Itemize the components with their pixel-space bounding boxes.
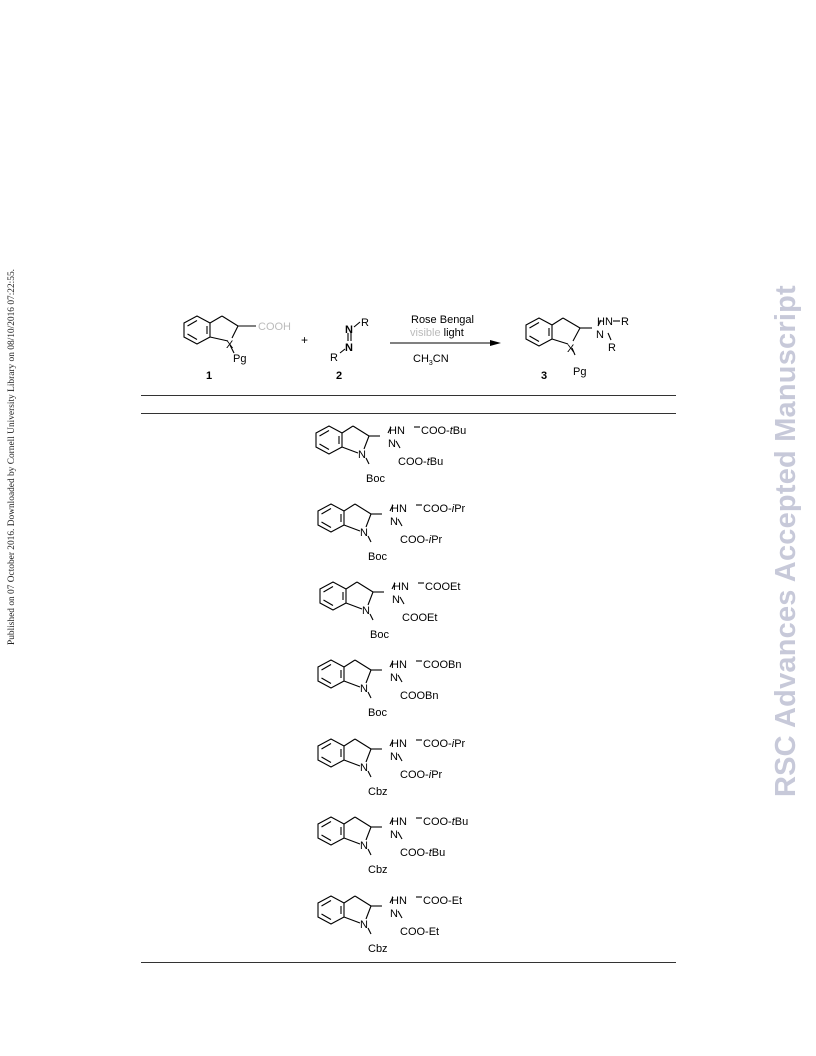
condition-solvent: CH3CN: [413, 353, 449, 367]
entry-6-top-ester: COO-tBu: [423, 816, 468, 828]
entry-7-pg: Cbz: [368, 943, 388, 955]
reactant-1-structure: [183, 315, 256, 354]
entry-1: HN COO-tBu N COO-tBu N Boc: [315, 425, 466, 485]
entry-7-n: N: [390, 908, 398, 920]
product-r-top: R: [621, 316, 629, 328]
publication-note: Published on 07 October 2016. Downloaded…: [7, 269, 17, 645]
entry-2: HN COO-iPr N COO-iPr N Boc: [317, 503, 466, 563]
entry-1-bottom-ester: COO-tBu: [398, 456, 443, 468]
entry-4-hn: HN: [391, 659, 407, 671]
reactant-2-n-top: N: [345, 324, 353, 336]
condition-light: visible light: [410, 327, 464, 339]
entry-2-n: N: [390, 516, 398, 528]
entry-7-top-ester: COO-Et: [423, 895, 462, 907]
entry-1-n: N: [388, 438, 396, 450]
product-n: N: [596, 329, 604, 341]
entry-4-bottom-ester: COOBn: [400, 690, 439, 702]
table-rule-top: [141, 395, 676, 396]
condition-light-word: light: [444, 327, 464, 339]
entry-2-top-ester: COO-iPr: [423, 503, 466, 515]
product-hn: HN: [597, 316, 613, 328]
entry-6-ring-n: N: [360, 840, 368, 852]
entry-7-bottom-ester: COO-Et: [400, 926, 439, 938]
entry-5-hn: HN: [391, 738, 407, 750]
entry-5-n: N: [390, 751, 398, 763]
reactant-2-structure: [339, 321, 361, 354]
product-pg: Pg: [573, 366, 586, 378]
entry-1-hn: HN: [389, 425, 405, 437]
entry-6-hn: HN: [391, 816, 407, 828]
entry-3-n: N: [392, 594, 400, 606]
reactant-2-number: 2: [336, 370, 342, 382]
entry-4-ring-n: N: [360, 683, 368, 695]
condition-reagent: Rose Bengal: [411, 314, 474, 326]
reactant-1-cooh: COOH: [258, 321, 291, 333]
entry-3-hn: HN: [393, 581, 409, 593]
reactant-2-r-bottom: R: [330, 352, 338, 364]
entry-6: HN COO-tBu N COO-tBu N Cbz: [317, 816, 468, 876]
table-rule-bottom: [141, 962, 676, 963]
entry-4-top-ester: COOBn: [423, 659, 462, 671]
entry-4-pg: Boc: [368, 707, 387, 719]
reactant-2-r-top: R: [361, 317, 369, 329]
product-number: 3: [541, 370, 547, 382]
entry-5-top-ester: COO-iPr: [423, 738, 466, 750]
entry-6-bottom-ester: COO-tBu: [400, 847, 445, 859]
reactant-2-n-bottom: N: [345, 342, 353, 354]
entry-1-top-ester: COO-tBu: [421, 425, 466, 437]
entry-3-ring-n: N: [362, 605, 370, 617]
entry-2-pg: Boc: [368, 551, 387, 563]
reactant-1-number: 1: [206, 370, 212, 382]
accepted-manuscript-watermark: RSC Advances Accepted Manuscript: [770, 285, 802, 797]
entry-3-bottom-ester: COOEt: [402, 612, 437, 624]
product-x: X: [567, 343, 575, 355]
table-rule-header: [141, 413, 676, 414]
condition-light-prefix: visible: [410, 327, 441, 339]
entry-6-pg: Cbz: [368, 864, 388, 876]
entry-7-hn: HN: [391, 895, 407, 907]
entry-4-n: N: [390, 672, 398, 684]
entries-column: HN COO-tBu N COO-tBu N Boc HN COO-iPr N …: [315, 425, 468, 955]
entry-5-bottom-ester: COO-iPr: [400, 769, 443, 781]
reactant-1-x: X: [226, 339, 234, 351]
entry-1-pg: Boc: [366, 473, 385, 485]
entry-3-pg: Boc: [370, 629, 389, 641]
entry-4: HN COOBn N COOBn N Boc: [317, 659, 462, 719]
plus-sign: +: [301, 333, 308, 347]
entry-3-top-ester: COOEt: [425, 581, 460, 593]
reactant-1-pg: Pg: [233, 353, 246, 365]
entry-5: HN COO-iPr N COO-iPr N Cbz: [317, 738, 466, 798]
entry-7-ring-n: N: [360, 919, 368, 931]
entry-5-ring-n: N: [360, 762, 368, 774]
product-structure: [525, 317, 612, 356]
entry-7: HN COO-Et N COO-Et N Cbz: [317, 895, 462, 955]
entry-2-hn: HN: [391, 503, 407, 515]
reaction-arrow-head: [490, 340, 501, 346]
entry-3: HN COOEt N COOEt N Boc: [319, 581, 460, 641]
entry-2-bottom-ester: COO-iPr: [400, 534, 443, 546]
entry-5-pg: Cbz: [368, 786, 388, 798]
entry-1-ring-n: N: [358, 449, 366, 461]
entry-2-ring-n: N: [360, 527, 368, 539]
reaction-scheme: COOH X Pg 1 + R N N R 2 Rose Bengal visi…: [183, 314, 629, 382]
product-r-bottom: R: [608, 342, 616, 354]
entry-6-n: N: [390, 829, 398, 841]
